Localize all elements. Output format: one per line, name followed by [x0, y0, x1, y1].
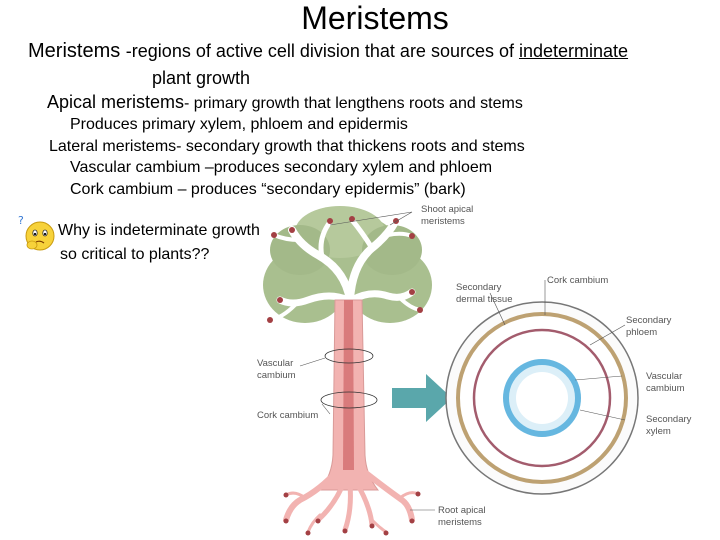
stem-cross-section	[445, 301, 639, 495]
label-secondary-dermal: Secondary	[456, 282, 502, 293]
label-root-apical: Root apical	[438, 505, 486, 516]
definition-term: Meristems	[28, 40, 126, 62]
definition-line: Meristems -regions of active cell divisi…	[28, 40, 628, 63]
label-cork-cambium-left: Cork cambium	[257, 410, 318, 421]
tree-trunk	[318, 299, 380, 491]
label-cork-cambium-top: Cork cambium	[547, 275, 608, 286]
tree-branches	[268, 217, 422, 322]
cork-line: Cork cambium – produces “secondary epide…	[70, 181, 466, 198]
label-secondary-phloem: Secondary	[626, 315, 672, 326]
apical-subline: Produces primary xylem, phloem and epide…	[70, 116, 408, 133]
label-secondary-dermal-2: dermal tissue	[456, 294, 513, 305]
cross-section-arrow	[392, 374, 452, 422]
apical-line: Apical meristems- primary growth that le…	[47, 92, 523, 113]
root-apical-tips	[283, 491, 421, 536]
label-root-apical-2: meristems	[438, 517, 482, 528]
slide-title: Meristems	[301, 0, 449, 36]
apical-term: Apical meristems	[47, 92, 185, 112]
label-vascular-cambium-right-2: cambium	[646, 383, 685, 394]
label-vascular-cambium-right: Vascular	[646, 371, 682, 382]
definition-underlined: indeterminate	[518, 41, 629, 61]
apical-text: - primary growth that lengthens roots an…	[184, 95, 523, 112]
vascular-line: Vascular cambium –produces secondary xyl…	[70, 159, 493, 176]
label-shoot-apical: Shoot apical	[421, 204, 473, 215]
label-vascular-cambium-left-2: cambium	[257, 370, 296, 381]
definition-text: -regions of active cell division that ar…	[125, 41, 519, 61]
cork-section-ring	[320, 391, 378, 409]
thinking-face-icon: ?	[18, 214, 55, 251]
question-line-2: so critical to plants??	[60, 246, 210, 263]
label-secondary-xylem-2: xylem	[646, 426, 671, 437]
label-secondary-xylem: Secondary	[646, 414, 692, 425]
label-secondary-phloem-2: phloem	[626, 327, 657, 338]
leader-lines	[299, 211, 626, 511]
label-vascular-cambium-left: Vascular	[257, 358, 293, 369]
lateral-line: Lateral meristems- secondary growth that…	[49, 138, 525, 155]
question-line-1: Why is indeterminate growth	[58, 222, 260, 239]
definition-continuation: plant growth	[152, 68, 251, 88]
label-shoot-apical-2: meristems	[421, 216, 465, 227]
tree-roots	[283, 467, 420, 534]
svg-text:?: ?	[18, 214, 24, 227]
shoot-apical-tips	[267, 216, 423, 323]
vascular-section-ring	[324, 348, 374, 364]
